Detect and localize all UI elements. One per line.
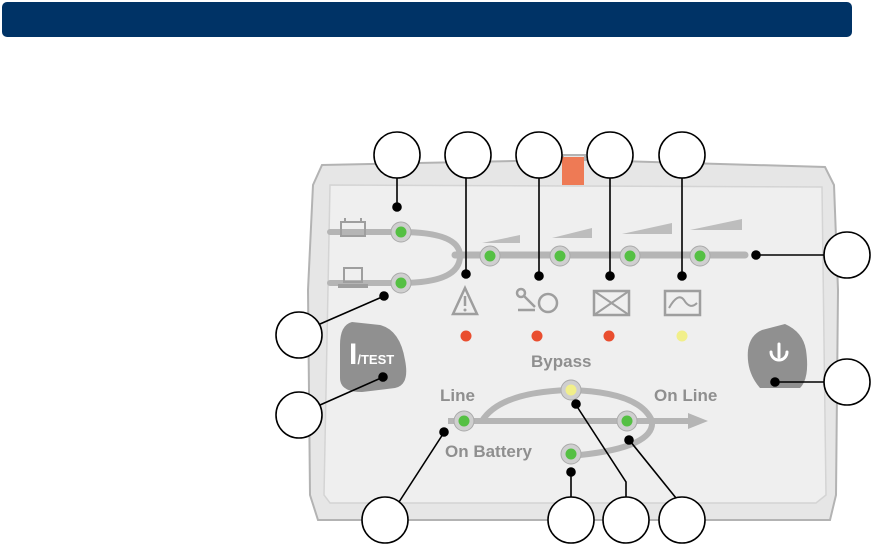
test-label-sub: /TEST [357,352,394,367]
led-line [454,411,474,431]
led-load-4 [690,246,710,266]
led-bypass [561,380,581,400]
led-computer [391,273,411,293]
led-on-line [617,411,637,431]
led-red-battery-fault [604,331,615,342]
led-battery [391,222,411,242]
led-yellow-bypass-alarm [677,331,688,342]
on-line-label: On Line [654,386,717,406]
led-load-1 [480,246,500,266]
bypass-label: Bypass [531,352,591,372]
on-battery-label: On Battery [445,442,532,462]
line-label: Line [440,386,475,406]
led-red-overload [532,331,543,342]
test-button-label: I/TEST [349,338,394,372]
led-on-battery [561,444,581,464]
panel-tab [562,157,584,185]
led-load-3 [620,246,640,266]
led-load-2 [550,246,570,266]
led-red-warning [461,331,472,342]
